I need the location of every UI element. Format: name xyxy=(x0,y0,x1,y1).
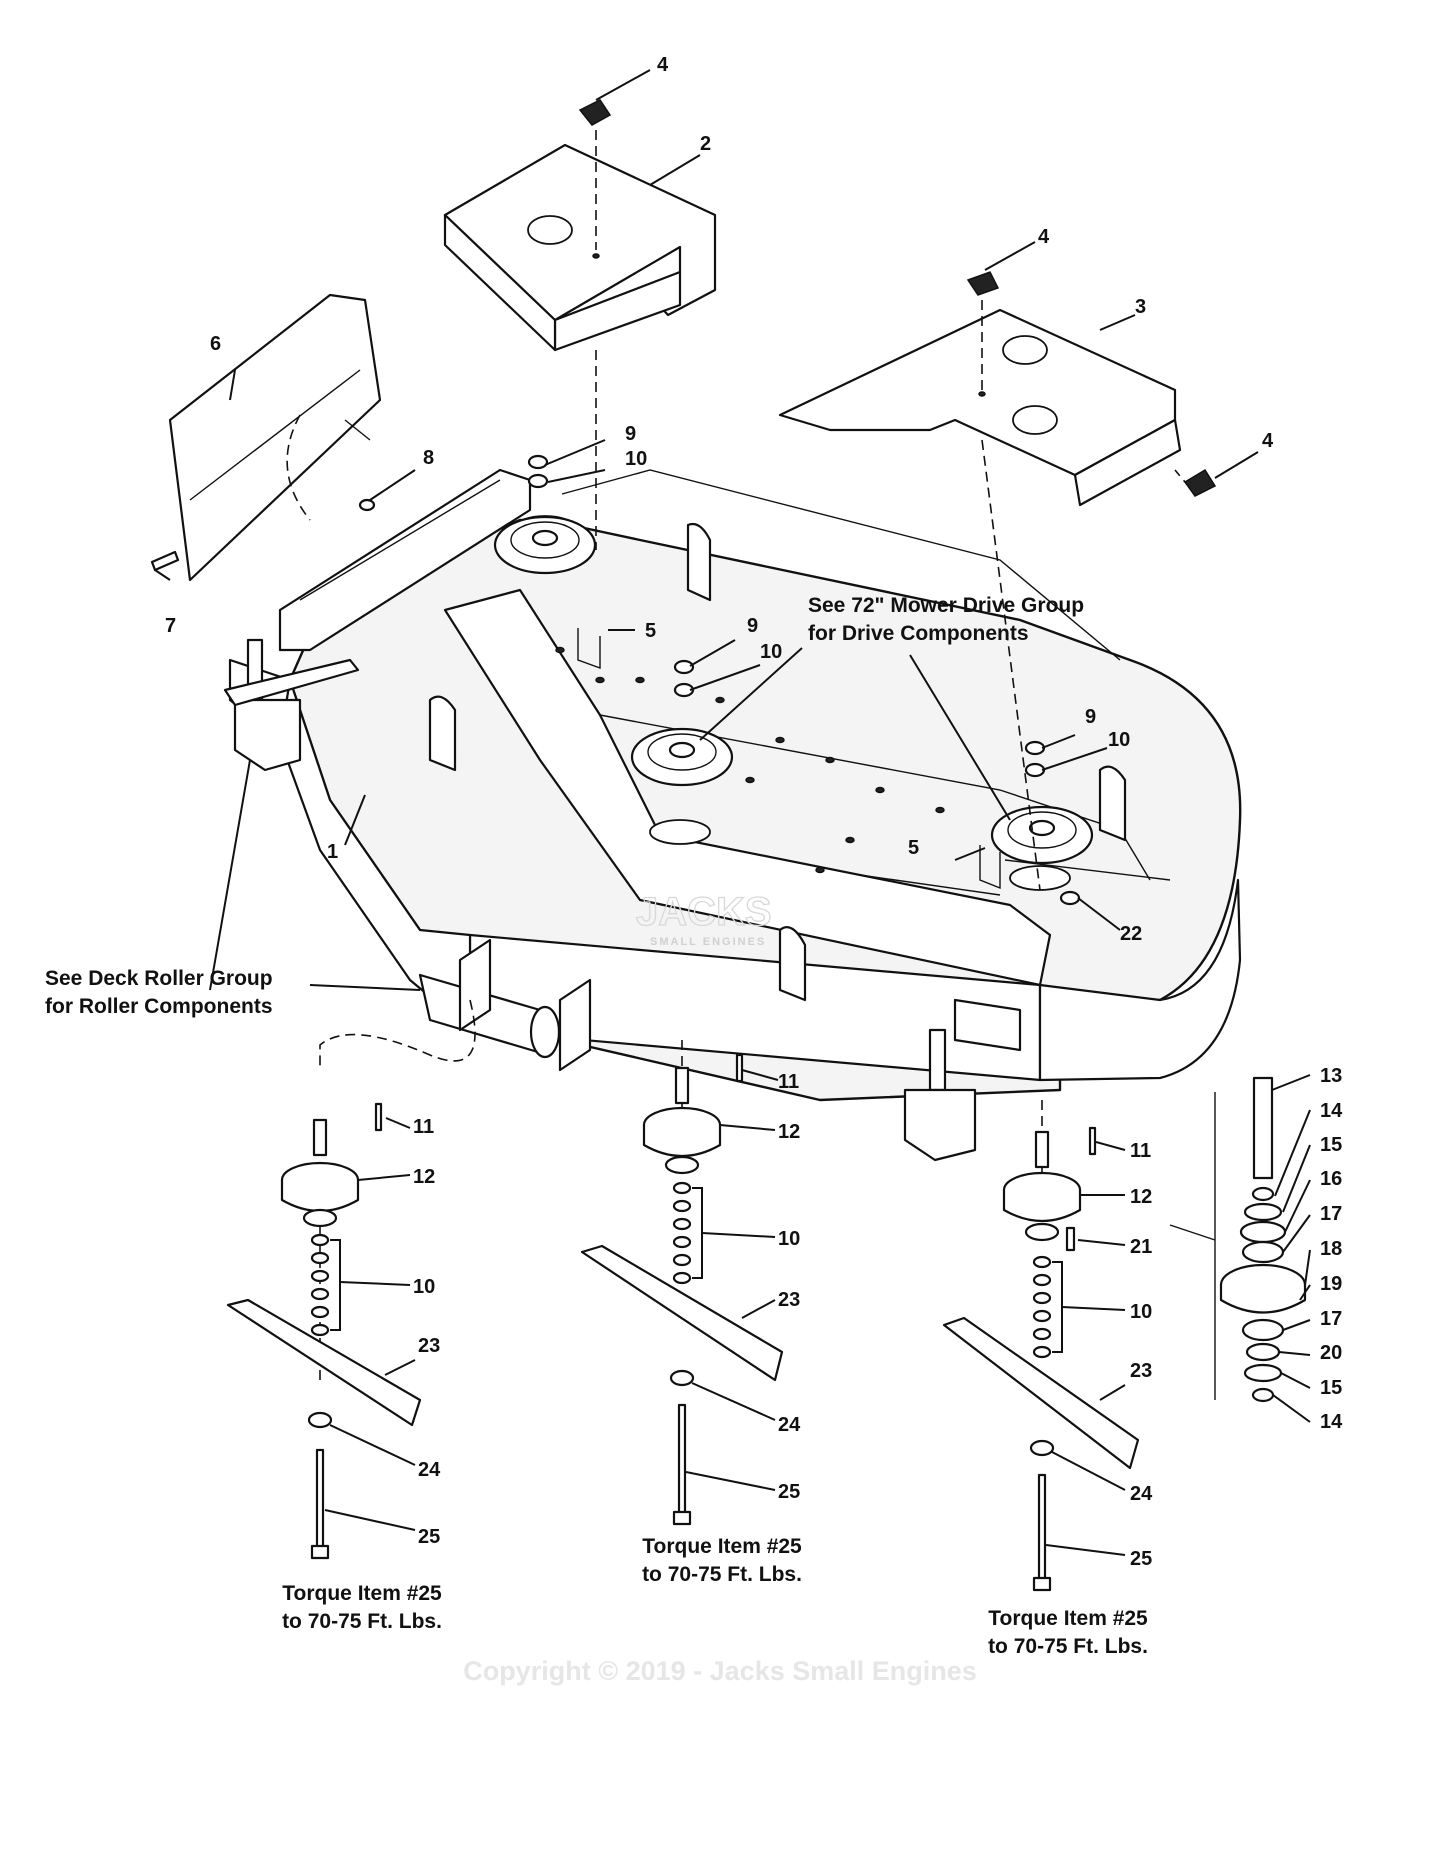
callout-25: 25 xyxy=(418,1526,440,1548)
note-roller-group-line1: See Deck Roller Group xyxy=(45,967,273,990)
callout-14: 14 xyxy=(1320,1411,1343,1433)
callout-10: 10 xyxy=(760,641,782,663)
belt-cover-left xyxy=(443,143,717,352)
callout-24: 24 xyxy=(778,1414,801,1436)
watermark-logo-text: JACKS xyxy=(636,890,772,934)
knob-4-right xyxy=(1183,468,1217,497)
callout-4: 4 xyxy=(657,54,669,76)
callout-24: 24 xyxy=(1130,1483,1153,1505)
note-torque-right: Torque Item #25 to 70-75 Ft. Lbs. xyxy=(988,1607,1148,1658)
callout-numbers: 4 2 4 3 4 6 8 7 9 10 5 9 10 9 10 5 22 1 … xyxy=(165,54,1343,1570)
pulley-right xyxy=(990,805,1094,865)
callout-12: 12 xyxy=(413,1166,435,1188)
spindle-assembly-left xyxy=(226,1118,422,1560)
callout-25: 25 xyxy=(1130,1548,1152,1570)
note-torque-left-line1: Torque Item #25 xyxy=(282,1582,442,1605)
callout-10: 10 xyxy=(1130,1301,1152,1323)
callout-10: 10 xyxy=(625,448,647,470)
callout-17: 17 xyxy=(1320,1203,1342,1225)
deck-roller xyxy=(418,938,592,1072)
callout-4: 4 xyxy=(1038,226,1050,248)
spindle-assembly-right xyxy=(942,1130,1140,1592)
callout-10: 10 xyxy=(1108,729,1130,751)
callout-3: 3 xyxy=(1135,296,1146,318)
note-roller-group-line2: for Roller Components xyxy=(45,995,273,1018)
callout-4: 4 xyxy=(1262,430,1274,452)
callout-18: 18 xyxy=(1320,1238,1342,1260)
callout-15: 15 xyxy=(1320,1377,1342,1399)
note-torque-right-line2: to 70-75 Ft. Lbs. xyxy=(988,1635,1148,1658)
note-roller-group: See Deck Roller Group for Roller Compone… xyxy=(45,967,273,1018)
callout-9: 9 xyxy=(625,423,636,445)
mower-deck-shell xyxy=(223,468,1242,1162)
note-torque-center-line2: to 70-75 Ft. Lbs. xyxy=(642,1563,802,1586)
knob-4-top xyxy=(578,99,612,126)
caster-wheel-left xyxy=(223,638,360,772)
knob-4-middle xyxy=(966,271,1000,296)
leader-lines xyxy=(154,69,1311,1556)
watermark-logo: JACKS SMALL ENGINES xyxy=(635,889,772,948)
callout-21: 21 xyxy=(1130,1236,1152,1258)
spindle-assembly-center xyxy=(580,1066,784,1526)
callout-23: 23 xyxy=(778,1289,800,1311)
caster-wheel-right xyxy=(903,998,1022,1162)
callout-11: 11 xyxy=(1130,1140,1151,1162)
callout-19: 19 xyxy=(1320,1273,1342,1295)
callout-13: 13 xyxy=(1320,1065,1342,1087)
callout-10: 10 xyxy=(778,1228,800,1250)
discharge-chute xyxy=(168,293,382,582)
copyright-watermark: Copyright © 2019 - Jacks Small Engines xyxy=(463,1656,977,1686)
callout-10: 10 xyxy=(413,1276,435,1298)
callout-6: 6 xyxy=(210,333,221,355)
callout-5: 5 xyxy=(645,620,656,642)
callout-12: 12 xyxy=(778,1121,800,1143)
callout-23: 23 xyxy=(1130,1360,1152,1382)
callout-12: 12 xyxy=(1130,1186,1152,1208)
callout-25: 25 xyxy=(778,1481,800,1503)
nut-washer-stack-center xyxy=(673,659,695,698)
pulley-center xyxy=(630,727,734,787)
note-torque-left-line2: to 70-75 Ft. Lbs. xyxy=(282,1610,442,1633)
callout-8: 8 xyxy=(423,447,434,469)
callout-17: 17 xyxy=(1320,1308,1342,1330)
note-drive-group-line2: for Drive Components xyxy=(808,622,1029,645)
callout-7: 7 xyxy=(165,615,176,637)
callout-23: 23 xyxy=(418,1335,440,1357)
callout-16: 16 xyxy=(1320,1168,1342,1190)
pulley-left xyxy=(493,515,597,575)
note-drive-group: See 72" Mower Drive Group for Drive Comp… xyxy=(808,594,1084,645)
note-drive-group-line1: See 72" Mower Drive Group xyxy=(808,594,1084,617)
callout-1: 1 xyxy=(327,841,338,863)
callout-11: 11 xyxy=(413,1116,434,1138)
note-torque-right-line1: Torque Item #25 xyxy=(988,1607,1148,1630)
watermark-logo-subtext: SMALL ENGINES xyxy=(650,936,766,948)
callout-24: 24 xyxy=(418,1459,441,1481)
callout-11: 11 xyxy=(778,1071,799,1093)
note-torque-left: Torque Item #25 to 70-75 Ft. Lbs. xyxy=(282,1582,442,1633)
note-torque-center: Torque Item #25 to 70-75 Ft. Lbs. xyxy=(642,1535,802,1586)
nut-washer-stack-left xyxy=(527,454,549,489)
callout-2: 2 xyxy=(700,133,711,155)
callout-22: 22 xyxy=(1120,923,1142,945)
callout-9: 9 xyxy=(747,615,758,637)
spindle-exploded-view xyxy=(1169,1076,1307,1403)
note-torque-center-line1: Torque Item #25 xyxy=(642,1535,802,1558)
belt-cover-right xyxy=(778,308,1182,507)
callout-14: 14 xyxy=(1320,1100,1343,1122)
callout-20: 20 xyxy=(1320,1342,1342,1364)
callout-5: 5 xyxy=(908,837,919,859)
callout-15: 15 xyxy=(1320,1134,1342,1156)
callout-9: 9 xyxy=(1085,706,1096,728)
